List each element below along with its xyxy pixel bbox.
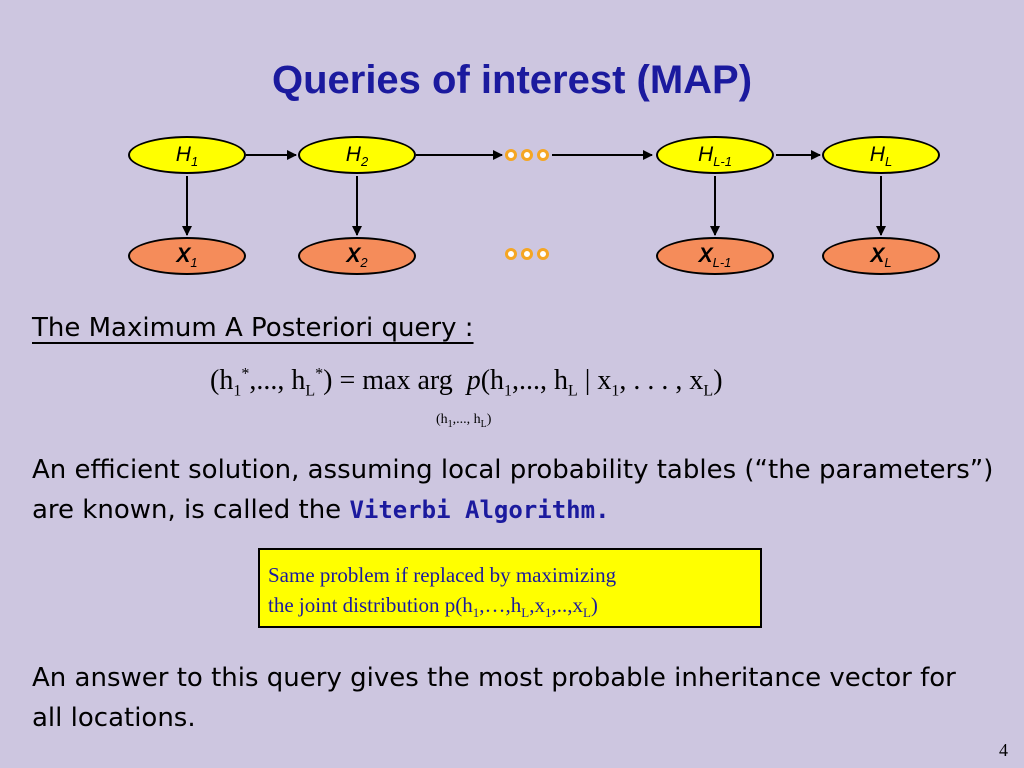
joint-distribution-note: Same problem if replaced by maximizing t… [258, 548, 762, 628]
viterbi-paragraph: An efficient solution, assuming local pr… [32, 455, 994, 525]
ellipsis-bottom [505, 248, 549, 260]
answer-paragraph: An answer to this query gives the most p… [32, 663, 956, 733]
argmax-subscript: (h1,..., hL) [436, 412, 492, 430]
viterbi-highlight: Viterbi Algorithm. [349, 496, 610, 524]
slide-title: Queries of interest (MAP) [271, 58, 753, 102]
ellipsis-top [505, 149, 549, 161]
map-definition: The Maximum A Posteriori query : [32, 313, 474, 343]
diagram-arrows [182, 149, 886, 260]
map-formula: (h1*,..., hL*) = max arg p(h1,..., hL | … [210, 365, 723, 400]
page-number: 4 [999, 740, 1008, 760]
